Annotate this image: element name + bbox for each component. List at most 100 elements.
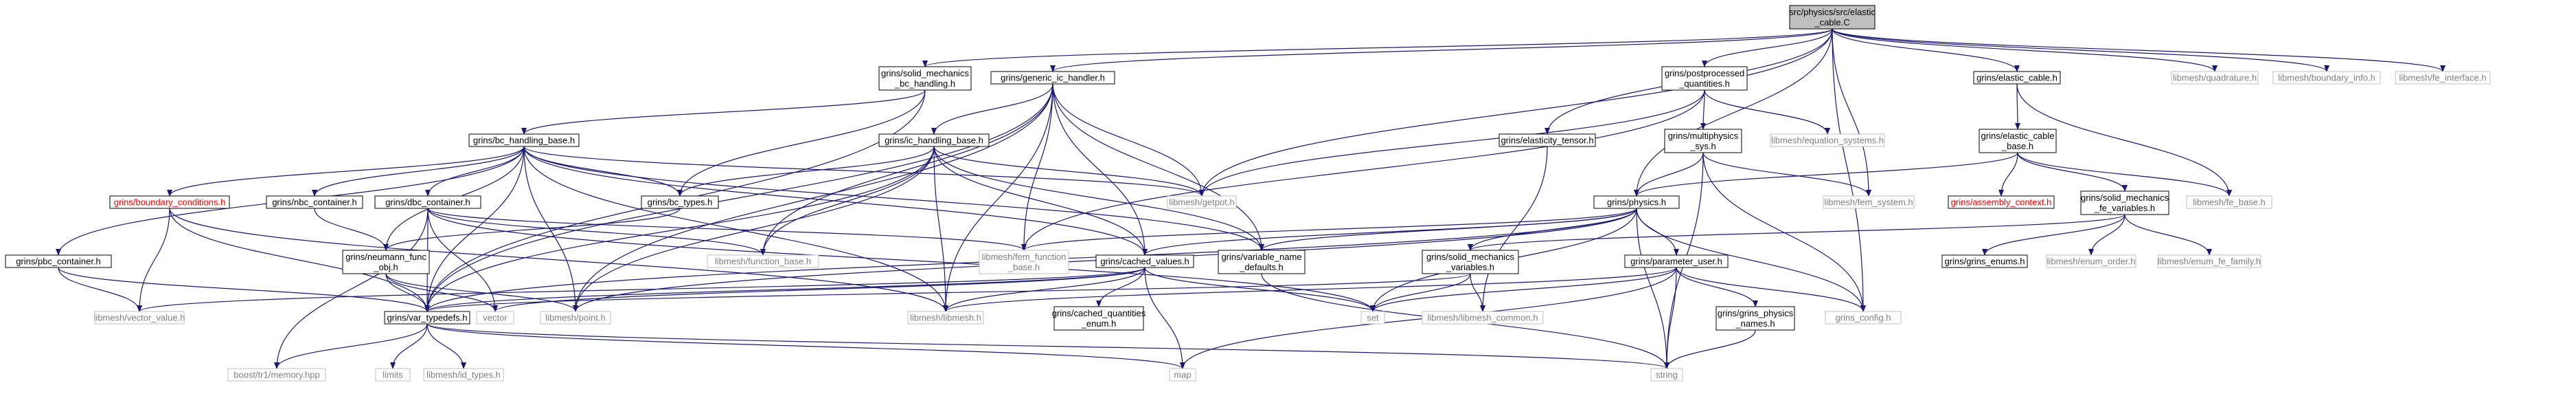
node-elastic-cable-h[interactable]: grins/elastic_cable.h <box>1973 71 2061 85</box>
edge-root-to-solid_mech_bc <box>922 28 1833 67</box>
node-label: libmesh/function_base.h <box>715 256 811 267</box>
node-lm-quadrature[interactable]: libmesh/quadrature.h <box>2171 71 2259 85</box>
node-label: grins/multiphysics <box>1668 131 1739 141</box>
node-label: map <box>1174 370 1191 380</box>
node-cached-values[interactable]: grins/cached_values.h <box>1095 254 1194 268</box>
node-label: libmesh/libmesh.h <box>910 313 981 323</box>
node-boundary-conditions[interactable]: grins/boundary_conditions.h <box>109 195 230 209</box>
node-root[interactable]: src/physics/src/elastic_cable.C <box>1789 5 1876 30</box>
node-multiphysics-sys[interactable]: grins/multiphysics_sys.h <box>1664 129 1742 153</box>
node-map[interactable]: map <box>1169 368 1196 382</box>
node-string[interactable]: string <box>1650 368 1683 382</box>
node-label: libmesh/quadrature.h <box>2173 73 2257 83</box>
node-parameter-user[interactable]: grins/parameter_user.h <box>1624 254 1729 268</box>
edge-neumann_func-to-vector <box>385 273 498 312</box>
node-grins-config[interactable]: grins_config.h <box>1825 311 1902 325</box>
node-lm-vector-value[interactable]: libmesh/vector_value.h <box>94 311 185 325</box>
edge-ic_handling_base-to-cached_values <box>933 146 1148 256</box>
node-label: libmesh/fem_system.h <box>1824 197 1913 208</box>
node-label: _names.h <box>1735 318 1775 329</box>
node-label: libmesh/libmesh_common.h <box>1427 313 1538 323</box>
node-lm-fem-function-base[interactable]: libmesh/fem_function_base.h <box>979 250 1069 274</box>
node-label: libmesh/boundary_info.h <box>2278 73 2375 83</box>
node-solid-mech-vars[interactable]: grins/solid_mechanics_variables.h <box>1422 250 1519 274</box>
node-elasticity-tensor[interactable]: grins/elasticity_tensor.h <box>1498 133 1596 147</box>
node-ic-handling-base[interactable]: grins/ic_handling_base.h <box>878 133 990 147</box>
edge-cached_values-to-set <box>1144 267 1376 312</box>
edge-postprocessed-to-lm_fem_function_base <box>1021 89 1705 251</box>
node-nbc-container[interactable]: grins/nbc_container.h <box>266 195 363 209</box>
node-physics[interactable]: grins/physics.h <box>1593 195 1680 209</box>
node-solid-mech-bc[interactable]: grins/solid_mechanics_bc_handling.h <box>878 66 972 91</box>
node-lm-libmesh[interactable]: libmesh/libmesh.h <box>907 311 984 325</box>
node-lm-function-base[interactable]: libmesh/function_base.h <box>707 254 819 268</box>
edge-cached_values-to-map <box>1144 267 1185 369</box>
node-label: grins/grins_enums.h <box>1944 256 2025 267</box>
node-neumann-func[interactable]: grins/neumann_func_obj.h <box>342 250 430 274</box>
edge-root-to-physics <box>1634 28 1833 197</box>
node-box <box>1948 195 2055 209</box>
node-box <box>1053 306 1144 331</box>
node-box <box>2080 190 2169 215</box>
node-grins-enums[interactable]: grins/grins_enums.h <box>1941 254 2028 268</box>
edge-generic_ic-to-ic_handling_base <box>931 83 1053 135</box>
edge-bc_handling_base-to-boundary_conditions <box>167 146 525 197</box>
edge-physics-to-grins_config <box>1636 208 1866 312</box>
edge-elasticity_tensor-to-lm_libmesh_common <box>1480 146 1548 312</box>
node-lm-point[interactable]: libmesh/point.h <box>540 311 611 325</box>
node-box <box>1664 129 1742 153</box>
node-lm-libmesh-common[interactable]: libmesh/libmesh_common.h <box>1422 311 1544 325</box>
node-box <box>990 71 1115 85</box>
node-lm-fem-system[interactable]: libmesh/fem_system.h <box>1823 195 1915 209</box>
node-vector[interactable]: vector <box>476 311 514 325</box>
node-set[interactable]: set <box>1360 311 1385 325</box>
node-postprocessed[interactable]: grins/postprocessed_quantities.h <box>1661 66 1748 91</box>
node-box <box>641 195 719 209</box>
node-box <box>1661 66 1748 91</box>
node-boost-memory[interactable]: boost/tr1/memory.hpp <box>227 368 326 382</box>
node-label: grins/bc_handling_base.h <box>473 135 575 146</box>
node-label: grins/cached_quantities <box>1052 308 1146 318</box>
node-lm-boundary-info[interactable]: libmesh/boundary_info.h <box>2272 71 2381 85</box>
node-lm-getpot[interactable]: libmesh/getpot.h <box>1167 195 1237 209</box>
edge-elastic_cable_base-to-assembly_context <box>1998 152 2018 197</box>
node-pbc-container[interactable]: grins/pbc_container.h <box>5 254 112 268</box>
node-grins-physics-names[interactable]: grins/grins_physics_names.h <box>1716 306 1795 331</box>
node-lm-enum-fe-family[interactable]: libmesh/enum_fe_family.h <box>2157 254 2261 268</box>
node-elastic-cable-base[interactable]: grins/elastic_cable_base.h <box>1979 129 2057 153</box>
node-label: libmesh/id_types.h <box>426 370 501 380</box>
edge-physics-to-lm_fem_function_base <box>1021 208 1637 251</box>
node-label: _quantities.h <box>1678 78 1730 89</box>
node-lm-id-types[interactable]: libmesh/id_types.h <box>423 368 504 382</box>
edge-pbc_container-to-var_typedefs <box>58 267 430 312</box>
edge-ic_handling_base-to-bc_types <box>677 146 935 197</box>
edge-var_typedefs-to-map <box>426 323 1185 369</box>
node-label: set <box>1367 313 1379 323</box>
node-generic-ic[interactable]: grins/generic_ic_handler.h <box>990 71 1115 85</box>
node-limits[interactable]: limits <box>375 368 411 382</box>
node-label: libmesh/vector_value.h <box>94 313 185 323</box>
node-lm-fe-base[interactable]: libmesh/fe_base.h <box>2186 195 2272 209</box>
node-label: libmesh/fe_interface.h <box>2399 73 2486 83</box>
node-var-typedefs[interactable]: grins/var_typedefs.h <box>384 311 470 325</box>
node-cached-quantities-enum[interactable]: grins/cached_quantities_enum.h <box>1052 306 1146 331</box>
node-label: _sys.h <box>1689 141 1716 151</box>
node-variable-name-defaults[interactable]: grins/variable_name_defaults.h <box>1218 250 1306 274</box>
edge-root-to-generic_ic <box>1050 28 1833 72</box>
node-label: _bc_handling.h <box>894 78 955 89</box>
node-box <box>979 250 1069 274</box>
node-assembly-context[interactable]: grins/assembly_context.h <box>1948 195 2055 209</box>
node-solid-mech-fe-vars[interactable]: grins/solid_mechanics_fe_variables.h <box>2080 190 2169 215</box>
node-bc-types[interactable]: grins/bc_types.h <box>641 195 719 209</box>
node-box <box>1825 311 1902 325</box>
edge-nbc_container-to-neumann_func <box>314 208 389 251</box>
node-box <box>1789 5 1876 30</box>
node-dbc-container[interactable]: grins/dbc_container.h <box>374 195 481 209</box>
edge-cached_values-to-lm_libmesh <box>943 267 1145 312</box>
edge-root-to-lm_getpot <box>1199 28 1833 197</box>
node-lm-enum-order[interactable]: libmesh/enum_order.h <box>2046 254 2136 268</box>
node-lm-fe-interface[interactable]: libmesh/fe_interface.h <box>2395 71 2491 85</box>
node-lm-equation-systems[interactable]: libmesh/equation_systems.h <box>1770 133 1885 147</box>
node-bc-handling-base[interactable]: grins/bc_handling_base.h <box>468 133 580 147</box>
node-box <box>1095 254 1194 268</box>
